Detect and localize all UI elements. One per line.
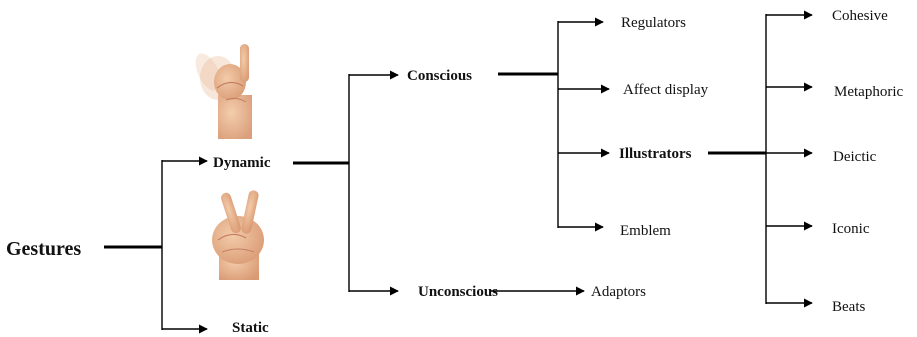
node-beats: Beats [832,299,865,315]
node-iconic: Iconic [832,221,870,237]
node-conscious: Conscious [407,68,472,84]
node-deictic: Deictic [833,149,877,165]
root-label-gestures: Gestures [6,238,81,260]
waving-hand-icon [195,44,252,139]
node-dynamic: Dynamic [213,155,271,171]
node-cohesive: Cohesive [832,8,888,24]
node-static: Static [232,320,269,336]
node-metaphoric: Metaphoric [834,84,903,100]
node-emblem: Emblem [620,223,671,239]
node-illustrators: Illustrators [619,146,692,162]
node-unconscious: Unconscious [418,284,498,300]
node-regulators: Regulators [621,15,686,31]
node-adaptors: Adaptors [591,284,646,300]
node-affect-display: Affect display [623,82,709,98]
victory-hand-icon [212,190,264,280]
